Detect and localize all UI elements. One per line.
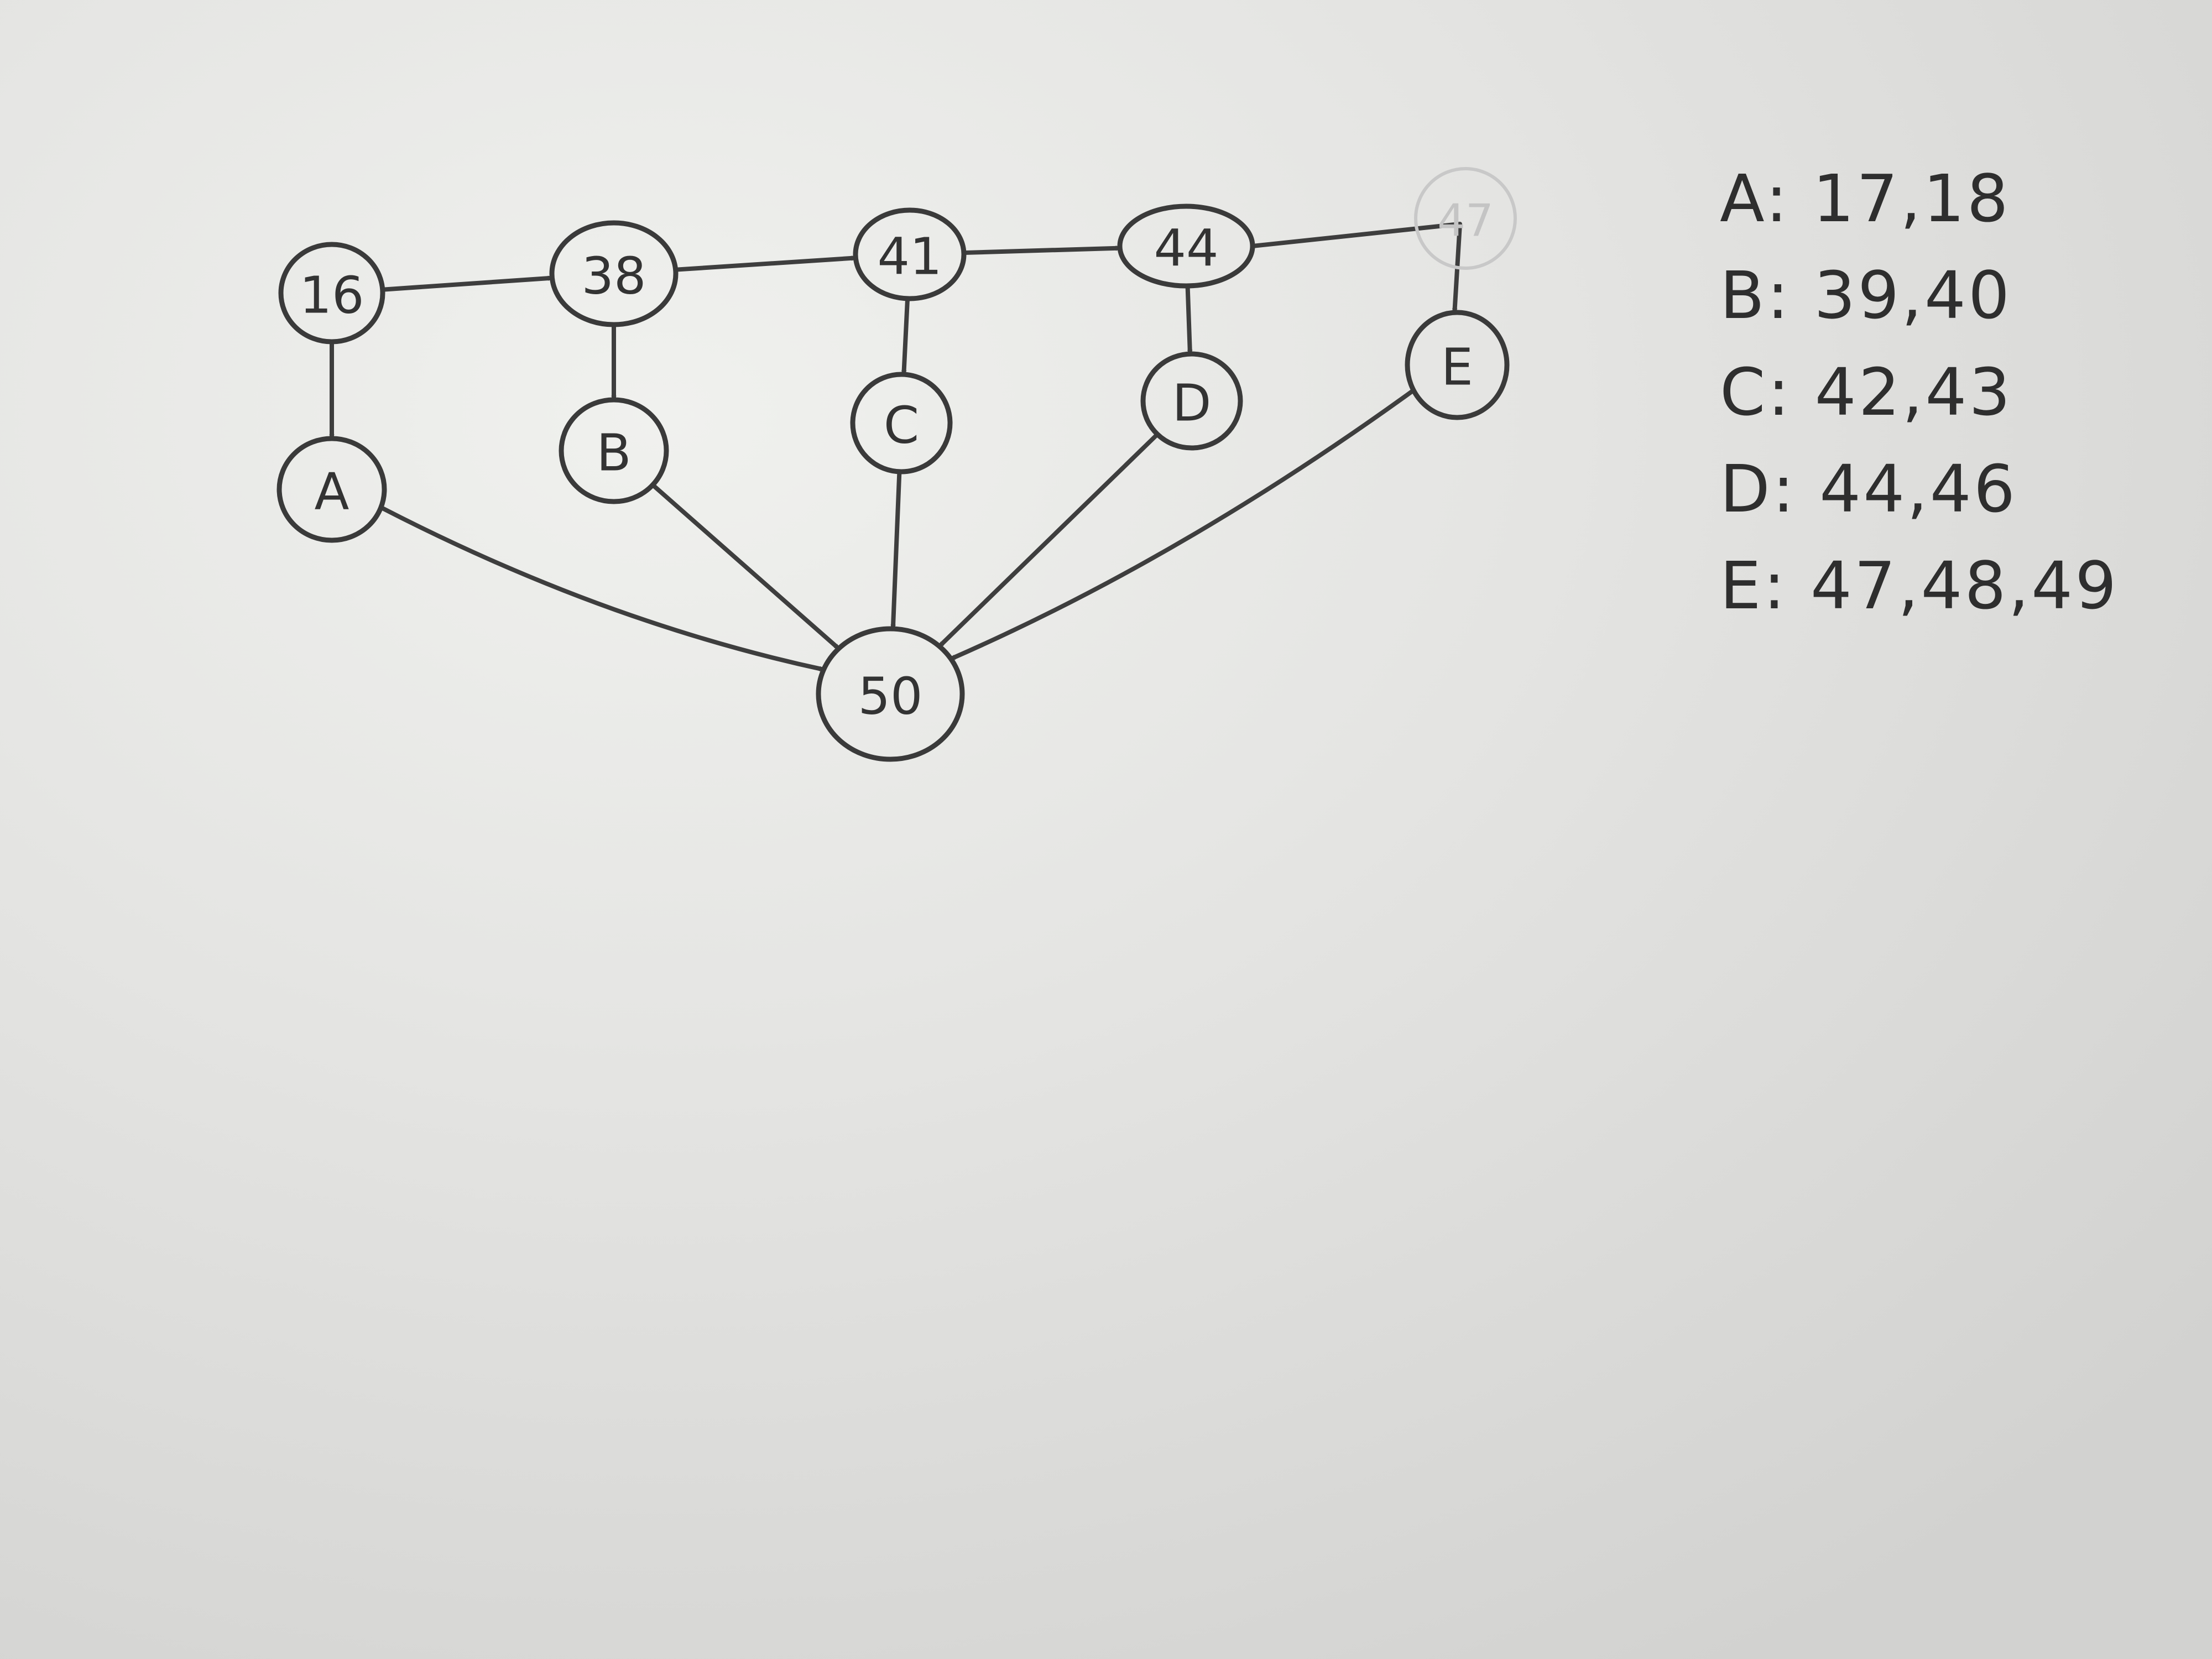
node-circle (549, 220, 679, 327)
node-circle (1117, 204, 1255, 289)
node-44: 44 (1117, 204, 1255, 289)
edge-44-to-D (1185, 283, 1190, 357)
edge-A-to-50 (378, 505, 826, 672)
edge-41-to-C (904, 296, 910, 377)
node-circle (850, 372, 953, 474)
node-16: 16 (278, 242, 385, 345)
edge-E-to-50 (948, 388, 1416, 661)
edge-41-to-44 (961, 248, 1123, 255)
legend-entry: E: 47,48,49 (1720, 547, 2119, 624)
node-circle (1140, 351, 1243, 451)
node-A: A (276, 436, 387, 543)
node-50: 50 (816, 626, 965, 762)
node-label: D (1172, 374, 1212, 433)
node-B: B (559, 397, 669, 504)
legend-entry: A: 17,18 (1720, 160, 2011, 237)
node-label: E (1441, 338, 1473, 397)
node-label: 44 (1154, 219, 1218, 278)
node-label: C (884, 396, 919, 455)
node-47: 47 (1414, 167, 1517, 270)
legend-entry: D: 44,46 (1720, 451, 2017, 527)
node-circle (853, 207, 967, 301)
node-label: 41 (877, 227, 942, 286)
node-circle (1414, 167, 1517, 270)
node-circle (816, 626, 965, 762)
node-circle (276, 436, 387, 543)
edge-C-to-50 (893, 469, 902, 632)
node-38: 38 (549, 220, 679, 327)
edge-D-to-50 (937, 432, 1160, 649)
edge-B-to-50 (650, 482, 841, 651)
node-label: 16 (299, 266, 364, 325)
edge-16-to-38 (380, 278, 555, 292)
node-circle (559, 397, 669, 504)
node-label: 50 (858, 667, 922, 726)
node-label: 38 (581, 247, 646, 306)
legend-entry: B: 39,40 (1720, 257, 2012, 333)
node-circle (278, 242, 385, 345)
legend-entry: C: 42,43 (1720, 354, 2012, 430)
node-41: 41 (853, 207, 967, 301)
edge-44-to-E (1250, 222, 1462, 315)
node-label: B (596, 424, 631, 483)
node-label: 47 (1437, 195, 1494, 247)
legend: A: 17,18 B: 39,40 C: 42,43 D: 44,46 E: 47,48… (1720, 160, 2119, 624)
node-E: E (1405, 310, 1510, 420)
diagram-nodes: 16 38 41 44 47A B C D E 50 (276, 167, 1517, 762)
edge-38-to-41 (673, 258, 858, 272)
node-circle (1405, 310, 1510, 420)
node-C: C (850, 372, 953, 474)
node-label: A (315, 462, 349, 521)
node-D: D (1140, 351, 1243, 451)
diagram-edges (332, 222, 1462, 672)
